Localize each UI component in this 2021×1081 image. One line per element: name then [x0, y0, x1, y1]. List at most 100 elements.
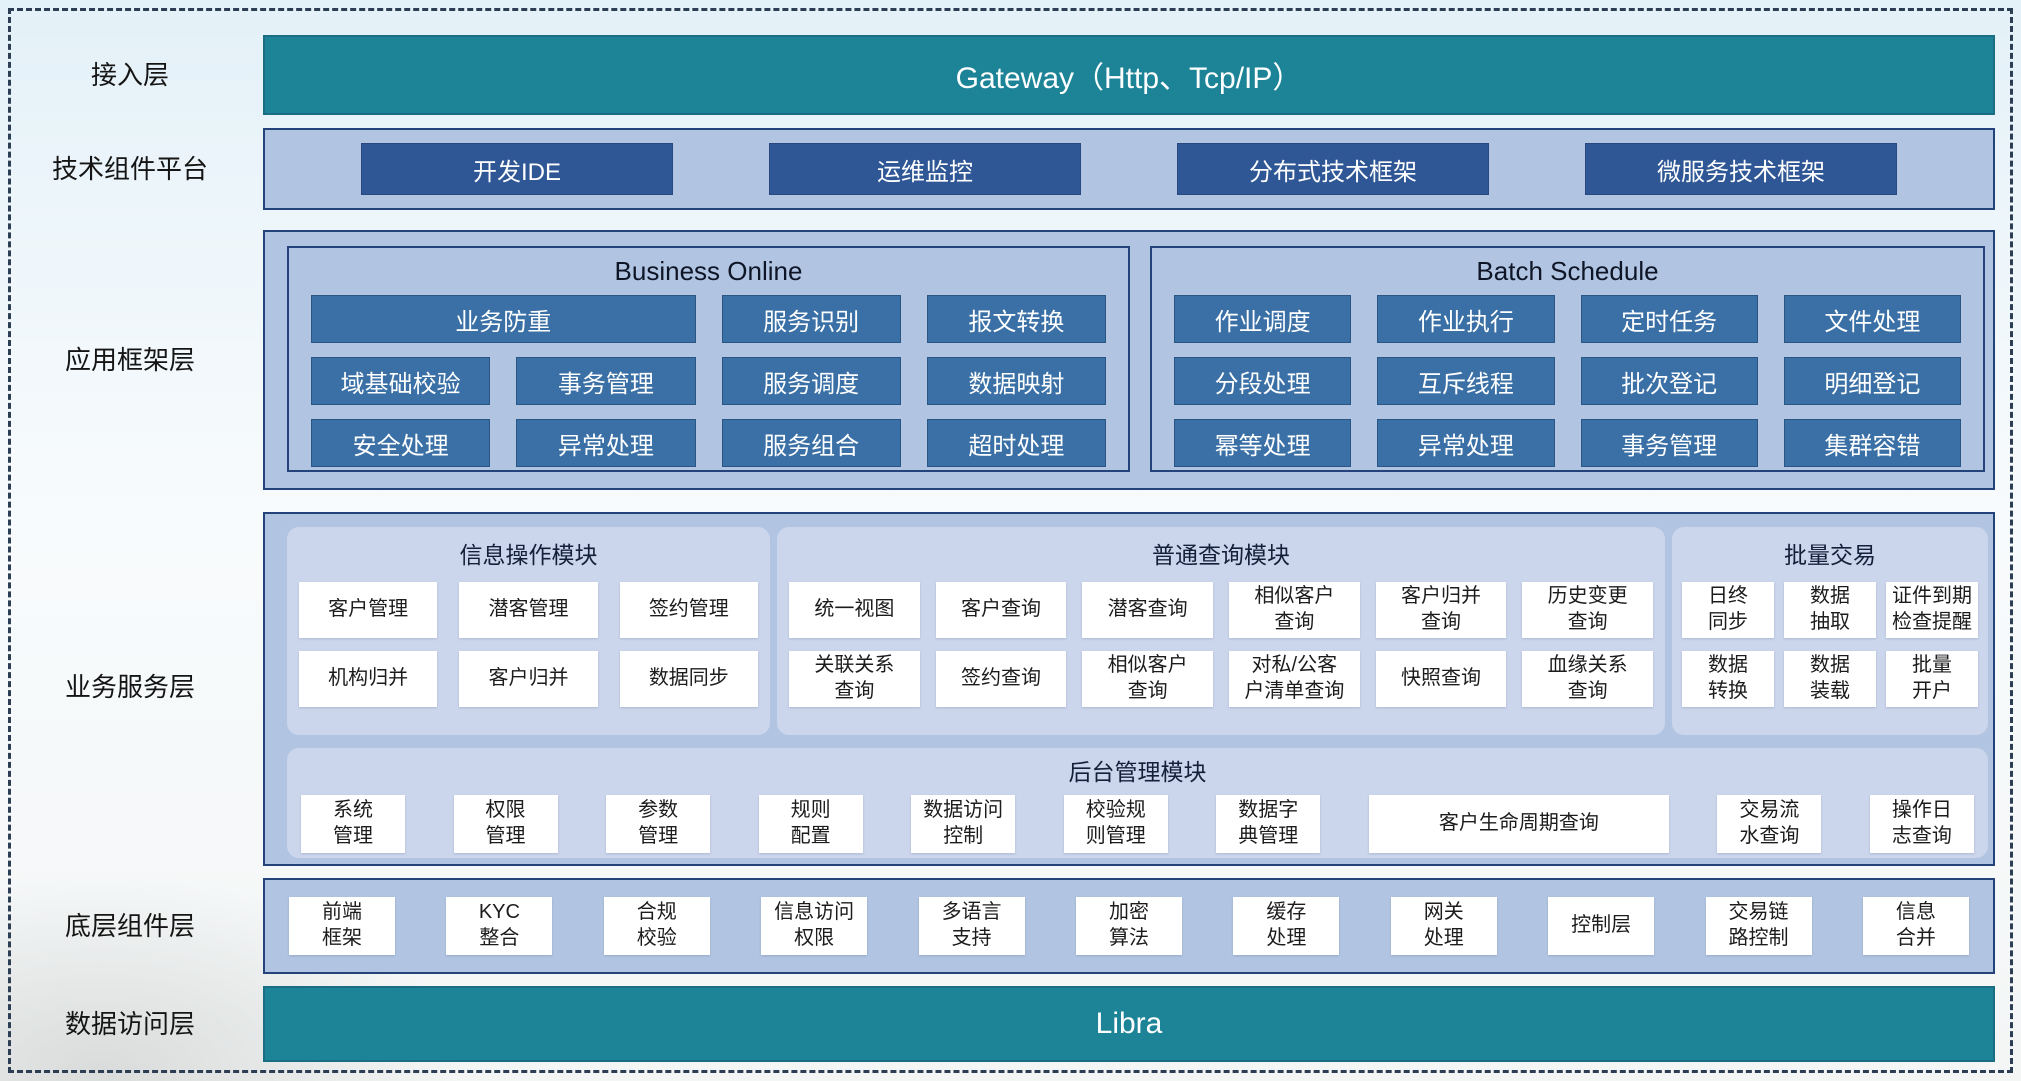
- info-operation-block: 客户管理: [299, 582, 438, 638]
- base-components-container: 前端 框架 KYC 整合合规 校验信息访问 权限多语言 支持加密 算法缓存 处理网…: [263, 878, 1995, 974]
- business-online-panel: Business Online 业务防重服务识别报文转换域基础校验事务管理服务调…: [287, 246, 1130, 472]
- info-operation-block: 潜客管理: [459, 582, 598, 638]
- info-operation-grid: 客户管理潜客管理签约管理机构归并客户归并数据同步: [299, 582, 758, 707]
- business-online-grid: 业务防重服务识别报文转换域基础校验事务管理服务调度数据映射安全处理异常处理服务组…: [311, 295, 1106, 467]
- backend-admin-row: 系统 管理权限 管理参数 管理规则 配置数据访问 控制校验规 则管理数据字 典管…: [301, 795, 1974, 853]
- layer-label-data-access: 数据访问层: [64, 1009, 195, 1039]
- backend-admin-block: 系统 管理: [301, 795, 405, 853]
- backend-admin-block: 交易流 水查询: [1717, 795, 1822, 853]
- common-query-block: 客户归并 查询: [1375, 582, 1507, 638]
- layer-label-base-components: 底层组件层: [64, 911, 195, 941]
- base-component-block: KYC 整合: [446, 897, 553, 955]
- business-online-block: 业务防重: [311, 295, 696, 343]
- business-online-block: 域基础校验: [311, 357, 491, 405]
- business-online-block: 服务组合: [721, 419, 901, 467]
- business-online-block: 事务管理: [516, 357, 696, 405]
- common-query-module: 普通查询模块 统一视图客户查询潜客查询相似客户 查询客户归并 查询历史变更 查询…: [777, 527, 1665, 735]
- business-online-title: Business Online: [614, 256, 803, 286]
- batch-trade-block: 证件到期 检查提醒: [1886, 582, 1978, 638]
- business-online-block: 安全处理: [311, 419, 491, 467]
- batch-schedule-block: 批次登记: [1580, 357, 1758, 405]
- base-components-row: 前端 框架 KYC 整合合规 校验信息访问 权限多语言 支持加密 算法缓存 处理网…: [265, 880, 1993, 972]
- batch-trade-block: 数据 抽取: [1784, 582, 1876, 638]
- info-operation-block: 数据同步: [619, 651, 758, 707]
- layer-label-app-framework: 应用框架层: [64, 345, 195, 375]
- business-online-block: 报文转换: [926, 295, 1106, 343]
- base-component-block: 交易链 路控制: [1705, 897, 1812, 955]
- backend-admin-module: 后台管理模块 系统 管理权限 管理参数 管理规则 配置数据访问 控制校验规 则管…: [287, 748, 1988, 858]
- batch-schedule-grid: 作业调度作业执行定时任务文件处理分段处理互斥线程批次登记明细登记幂等处理异常处理…: [1174, 295, 1961, 467]
- info-operation-block: 客户归并: [459, 651, 598, 707]
- backend-admin-block: 客户生命周期查询: [1368, 795, 1669, 853]
- backend-admin-block: 校验规 则管理: [1063, 795, 1168, 853]
- backend-admin-block: 权限 管理: [453, 795, 558, 853]
- base-component-block: 网关 处理: [1390, 897, 1497, 955]
- batch-schedule-block: 文件处理: [1783, 295, 1961, 343]
- tech-platform-block: 开发IDE: [361, 143, 673, 195]
- batch-schedule-block: 定时任务: [1580, 295, 1758, 343]
- base-component-block: 合规 校验: [603, 897, 710, 955]
- business-service-container: 信息操作模块 客户管理潜客管理签约管理机构归并客户归并数据同步 普通查询模块 统…: [263, 512, 1995, 866]
- common-query-block: 相似客户 查询: [1229, 582, 1360, 638]
- base-component-block: 前端 框架: [289, 897, 395, 955]
- batch-trade-grid: 日终 同步数据 抽取证件到期 检查提醒数据 转换数据 装载批量 开户: [1682, 582, 1978, 707]
- base-component-block: 多语言 支持: [918, 897, 1025, 955]
- business-online-block: 服务调度: [721, 357, 901, 405]
- batch-schedule-block: 作业调度: [1174, 295, 1352, 343]
- info-operation-title: 信息操作模块: [459, 542, 598, 568]
- batch-trade-block: 批量 开户: [1886, 651, 1978, 707]
- common-query-grid: 统一视图客户查询潜客查询相似客户 查询客户归并 查询历史变更 查询关联关系 查询…: [789, 582, 1653, 707]
- layer-label-access: 接入层: [90, 60, 169, 90]
- batch-trade-block: 数据 转换: [1682, 651, 1774, 707]
- batch-schedule-block: 互斥线程: [1377, 357, 1555, 405]
- business-online-block: 异常处理: [516, 419, 696, 467]
- gateway-title: Gateway（Http、Tcp/IP）: [955, 62, 1303, 95]
- batch-trade-block: 日终 同步: [1682, 582, 1774, 638]
- backend-admin-block: 数据字 典管理: [1216, 795, 1321, 853]
- common-query-block: 统一视图: [789, 582, 920, 638]
- info-operation-block: 签约管理: [619, 582, 758, 638]
- business-online-block: 超时处理: [926, 419, 1106, 467]
- common-query-block: 快照查询: [1375, 651, 1507, 707]
- batch-trade-block: 数据 装载: [1784, 651, 1876, 707]
- batch-schedule-block: 集群容错: [1783, 419, 1961, 467]
- common-query-block: 对私/公客 户清单查询: [1229, 651, 1360, 707]
- backend-admin-block: 操作日 志查询: [1869, 795, 1974, 853]
- base-component-block: 加密 算法: [1075, 897, 1182, 955]
- gateway-bar: Gateway（Http、Tcp/IP）: [263, 35, 1995, 115]
- backend-admin-title: 后台管理模块: [1068, 759, 1207, 785]
- layer-label-business-service: 业务服务层: [64, 672, 195, 702]
- common-query-title: 普通查询模块: [1152, 542, 1290, 568]
- base-component-block: 信息 合并: [1862, 897, 1969, 955]
- batch-schedule-panel: Batch Schedule 作业调度作业执行定时任务文件处理分段处理互斥线程批…: [1150, 246, 1985, 472]
- base-component-block: 缓存 处理: [1233, 897, 1340, 955]
- info-operation-block: 机构归并: [299, 651, 438, 707]
- batch-schedule-block: 幂等处理: [1174, 419, 1352, 467]
- common-query-block: 历史变更 查询: [1522, 582, 1653, 638]
- backend-admin-block: 数据访问 控制: [911, 795, 1016, 853]
- common-query-block: 客户查询: [935, 582, 1067, 638]
- common-query-block: 相似客户 查询: [1082, 651, 1213, 707]
- batch-schedule-title: Batch Schedule: [1476, 256, 1659, 286]
- data-access-bar: Libra: [263, 986, 1995, 1062]
- base-component-block: 信息访问 权限: [761, 897, 868, 955]
- layer-label-tech-platform: 技术组件平台: [51, 154, 208, 184]
- backend-admin-block: 规则 配置: [758, 795, 863, 853]
- batch-schedule-block: 作业执行: [1377, 295, 1555, 343]
- base-component-block: 控制层: [1548, 897, 1655, 955]
- batch-trade-module: 批量交易 日终 同步数据 抽取证件到期 检查提醒数据 转换数据 装载批量 开户: [1672, 527, 1988, 735]
- backend-admin-block: 参数 管理: [606, 795, 711, 853]
- business-online-block: 服务识别: [721, 295, 901, 343]
- tech-platform-block: 运维监控: [769, 143, 1081, 195]
- common-query-block: 签约查询: [935, 651, 1067, 707]
- batch-schedule-block: 异常处理: [1377, 419, 1555, 467]
- info-operation-module: 信息操作模块 客户管理潜客管理签约管理机构归并客户归并数据同步: [287, 527, 770, 735]
- common-query-block: 血缘关系 查询: [1522, 651, 1653, 707]
- batch-schedule-block: 明细登记: [1783, 357, 1961, 405]
- business-online-block: 数据映射: [926, 357, 1106, 405]
- batch-trade-title: 批量交易: [1784, 542, 1876, 568]
- common-query-block: 潜客查询: [1082, 582, 1213, 638]
- tech-platform-block: 微服务技术框架: [1585, 143, 1897, 195]
